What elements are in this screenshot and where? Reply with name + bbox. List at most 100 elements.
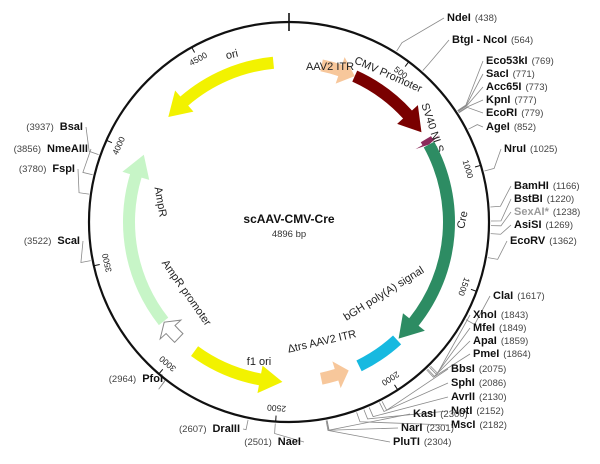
site-position: (2130) [479, 392, 506, 403]
site-position: (564) [511, 35, 533, 46]
site-asisi: AsiSI(1269) [514, 219, 573, 231]
feature-shape-cre [398, 141, 455, 339]
site-kpni: KpnI(777) [486, 94, 537, 106]
tick-1500 [470, 288, 477, 292]
feature-label-aav2-itr-left: AAV2 ITR [306, 61, 354, 73]
feature-shape-f1-ori [191, 346, 283, 394]
site-label-nari: NarI(2301) [401, 422, 454, 434]
site-bbsi: BbsI(2075) [451, 363, 506, 375]
site-bamhi: BamHI(1166) [514, 180, 580, 192]
site-naei: (2501) NaeI [244, 436, 301, 448]
site-position: (1362) [549, 236, 576, 247]
connector-kpni [458, 99, 484, 113]
site-name: SexAI* [514, 206, 550, 218]
site-label-ecori: EcoRI (779) [486, 107, 543, 119]
site-position: (1025) [530, 144, 557, 155]
site-label-pfoi: (2964)PfoI [109, 373, 163, 385]
site-name: BsaI [60, 121, 83, 133]
connector-saci [457, 73, 484, 112]
connector-draiii [242, 419, 249, 431]
site-name: AvrII [451, 391, 475, 403]
site-name: NaeI [278, 436, 301, 448]
site-position: (769) [532, 56, 554, 67]
feature-label-ampr: AmpR [152, 186, 169, 218]
connector-eco53ki [457, 60, 484, 111]
site-name: MfeI [473, 322, 495, 334]
tick-4000 [106, 139, 113, 144]
site-position: (773) [525, 82, 547, 93]
site-label-scai: (3522)ScaI [24, 235, 80, 247]
connector-avrii [368, 396, 449, 418]
connector-bamhi [490, 185, 512, 208]
site-name: NmeAIII [47, 143, 88, 155]
connector-pluti [325, 420, 391, 443]
site-position: (2086) [479, 378, 506, 389]
site-label-avrii: AvrII (2130) [451, 391, 507, 403]
site-position: (2501) [244, 437, 271, 448]
site-label-nmeaiii: (3856)NmeAIII [14, 143, 88, 155]
connector-noti [363, 409, 449, 420]
site-label-bstbi: BstBI(1220) [514, 193, 574, 205]
site-msci: MscI(2182) [451, 419, 507, 431]
feature-label-aav2-itr-trs: Δtrs AAV2 ITR [286, 328, 357, 355]
site-name: EcoRI [486, 107, 517, 119]
site-position: (2607) [179, 424, 206, 435]
site-ndei: NdeI(438) [447, 12, 497, 24]
tick-label-1500: 1500 [456, 276, 472, 297]
feature-label-ori: ori [225, 48, 240, 63]
feature-shape-ori [168, 56, 275, 117]
tick-label-4500: 4500 [187, 50, 209, 68]
site-label-pmei: PmeI(1864) [473, 348, 531, 360]
site-label-bamhi: BamHI(1166) [514, 180, 580, 192]
site-position: (3522) [24, 236, 51, 247]
site-label-draiii: (2607)DraIII [179, 423, 240, 435]
site-position: (2152) [476, 406, 503, 417]
site-position: (2301) [426, 423, 453, 434]
site-pluti: PluTI(2304) [393, 436, 451, 448]
site-bstbi: BstBI(1220) [514, 193, 574, 205]
site-label-noti: NotI (2152) [451, 405, 504, 417]
connector-pmei [426, 353, 471, 378]
site-name: ClaI [493, 290, 513, 302]
site-name: NotI [451, 405, 472, 417]
connector-nmeaiii [82, 148, 93, 176]
site-position: (852) [514, 122, 536, 133]
site-ecori: EcoRI (779) [486, 107, 543, 119]
site-position: (2964) [109, 374, 136, 385]
feature-ori: ori [168, 48, 275, 117]
site-label-ndei: NdeI(438) [447, 12, 497, 24]
tick-label-2000: 2000 [380, 369, 402, 388]
site-position: (779) [521, 108, 543, 119]
tick-3500 [93, 263, 100, 267]
site-name: AsiSI [514, 219, 542, 231]
site-btgi-ncoi: BtgI - NcoI(564) [452, 34, 533, 46]
site-position: (2304) [424, 437, 451, 448]
feature-shape-ampr [122, 154, 169, 326]
site-name: SacI [486, 68, 509, 80]
backbone [87, 13, 491, 424]
site-label-pluti: PluTI(2304) [393, 436, 451, 448]
site-label-ecorv: EcoRV(1362) [510, 235, 577, 247]
site-label-xhoi: XhoI(1843) [473, 309, 528, 321]
site-connectors [77, 17, 512, 443]
site-fspi: (3780)FspI [19, 163, 75, 175]
site-position: (3780) [19, 164, 46, 175]
site-label-kpni: KpnI(777) [486, 94, 537, 106]
site-pfoi: (2964)PfoI [109, 373, 163, 385]
site-label-naei: (2501) NaeI [244, 436, 301, 448]
tick-label-2500: 2500 [267, 403, 287, 414]
connector-ndei [396, 17, 445, 52]
site-name: MscI [451, 419, 475, 431]
connector-btgi-ncoi [422, 39, 450, 71]
site-position: (1849) [499, 323, 526, 334]
site-position: (1220) [547, 194, 574, 205]
site-label-sphi: SphI(2086) [451, 377, 506, 389]
site-label-fspi: (3780)FspI [19, 163, 75, 175]
site-pmei: PmeI(1864) [473, 348, 531, 360]
connector-ecorv [487, 240, 508, 260]
site-name: ApaI [473, 335, 497, 347]
site-position: (3937) [26, 122, 53, 133]
site-position: (2075) [479, 364, 506, 375]
feature-shape-cmv-promoter [352, 70, 422, 133]
